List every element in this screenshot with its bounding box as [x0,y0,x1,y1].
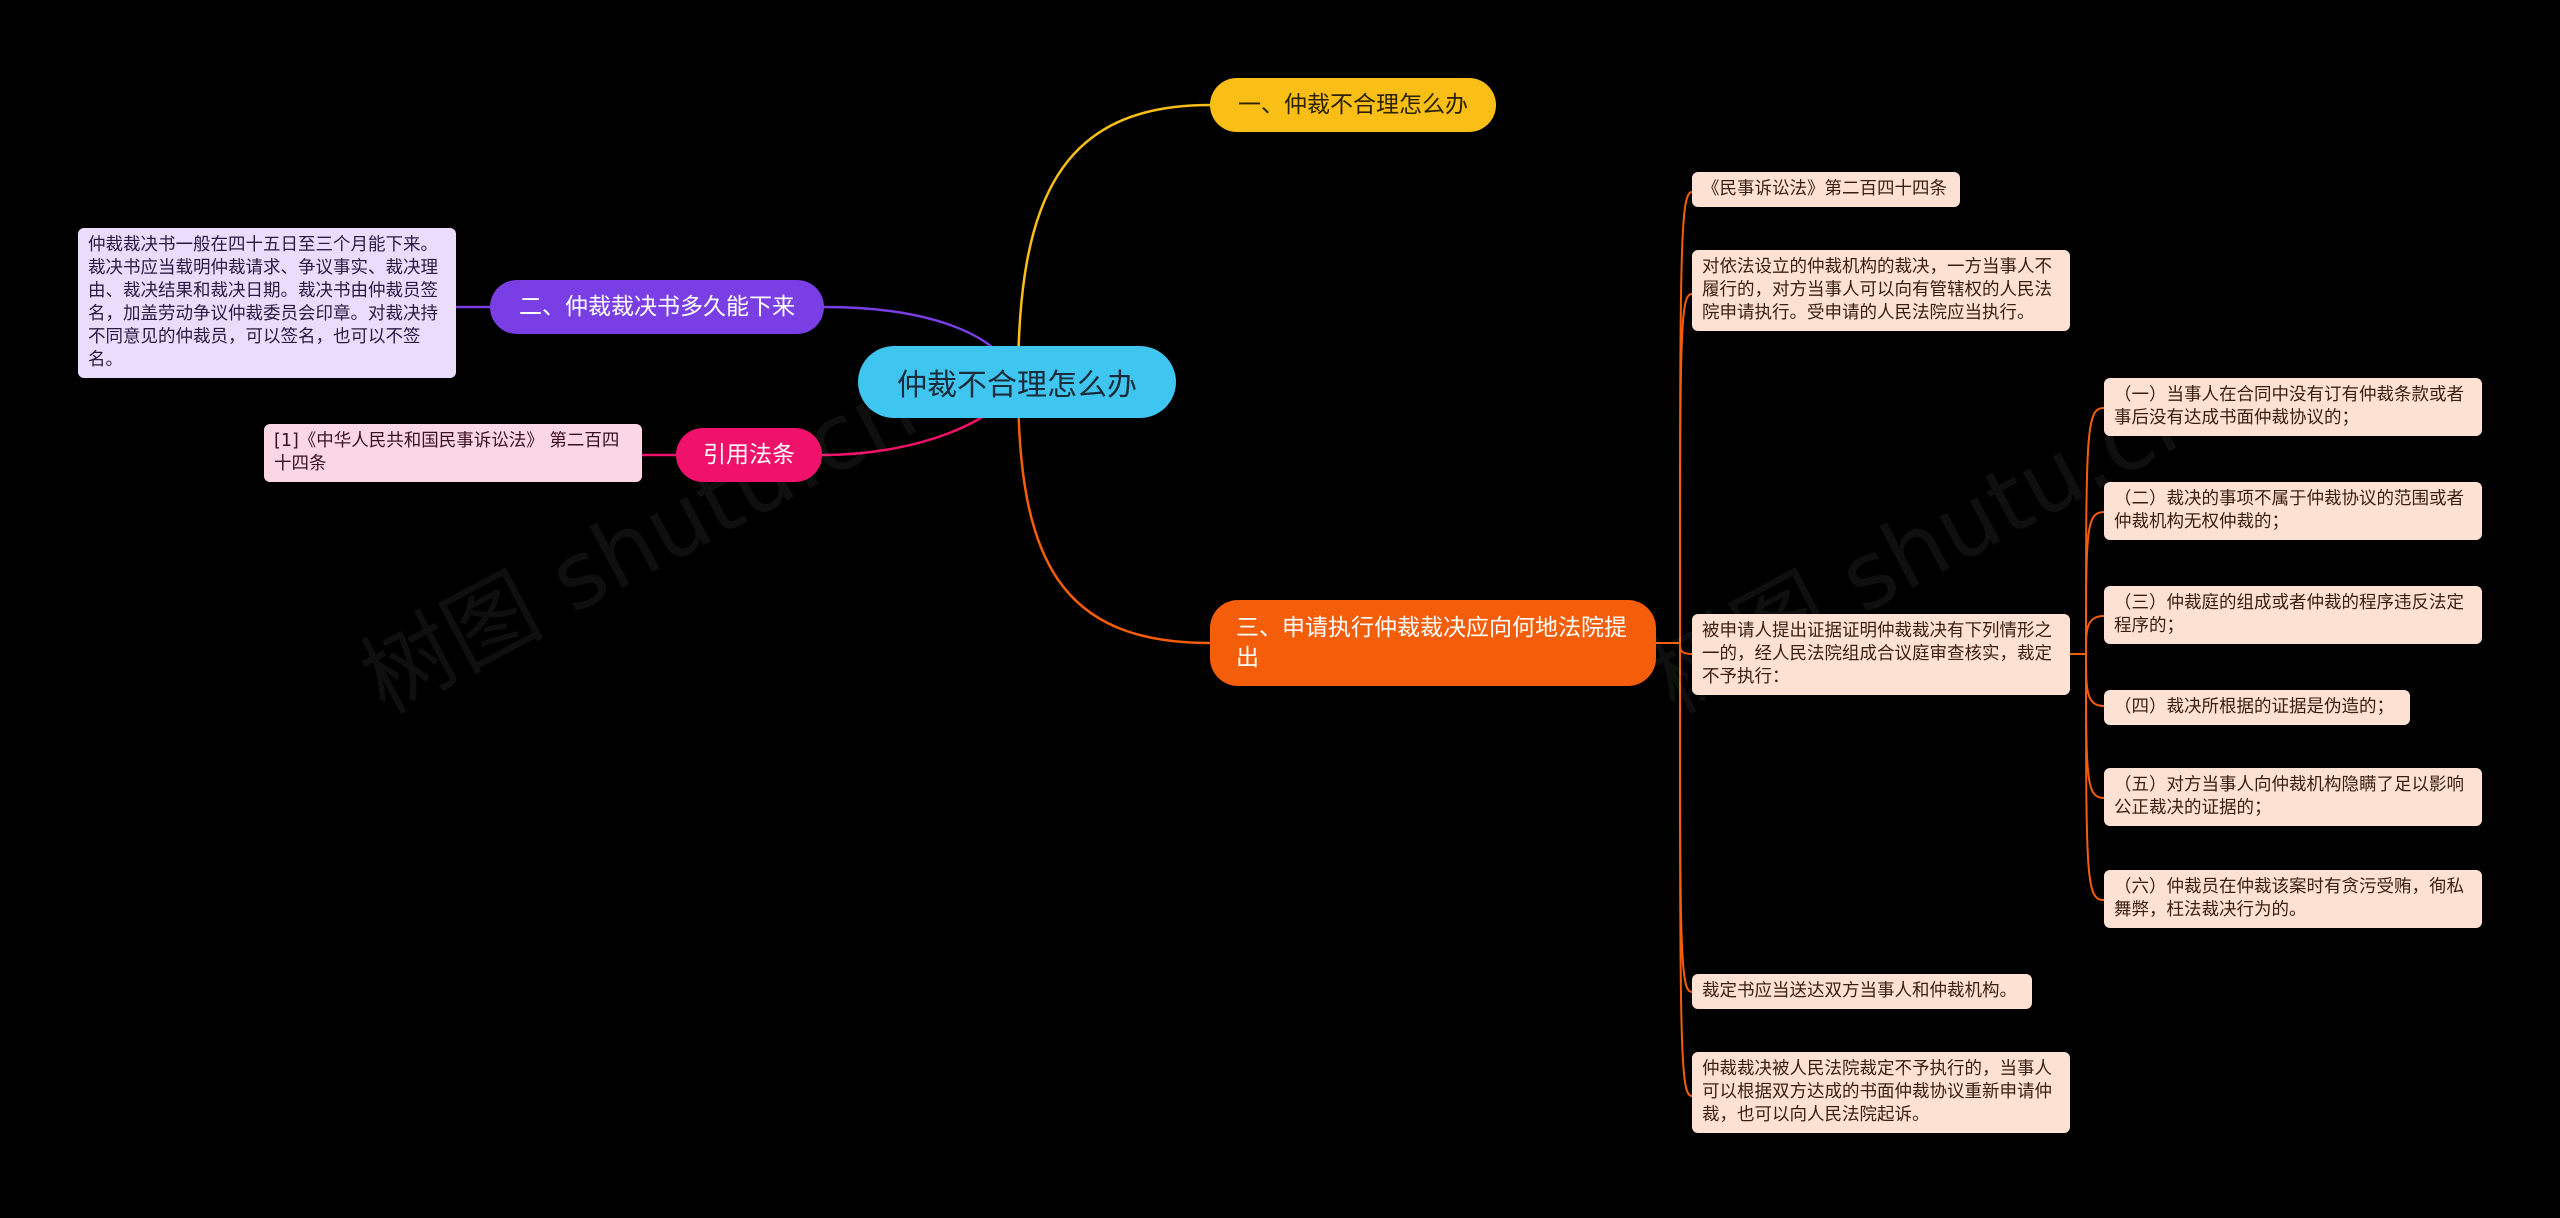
branch-node-citation[interactable]: 引用法条 [676,428,822,482]
link-c3-s3 [2085,615,2105,655]
branch-3-card-1[interactable]: 《民事诉讼法》第二百四十四条 [1692,172,1960,207]
branch-node-2[interactable]: 二、仲裁裁决书多久能下来 [490,280,824,334]
link-root-b4 [1016,381,1211,645]
link-c3-s5 [2085,653,2105,799]
sub-item-1[interactable]: （一）当事人在合同中没有订有仲裁条款或者事后没有达成书面仲裁协议的； [2104,378,2482,436]
sub-item-4[interactable]: （四）裁决所根据的证据是伪造的； [2104,690,2410,725]
branch-3-card-3[interactable]: 被申请人提出证据证明仲裁裁决有下列情形之一的，经人民法院组成合议庭审查核实，裁定… [1692,614,2070,695]
sub-item-2[interactable]: （二）裁决的事项不属于仲裁协议的范围或者仲裁机构无权仲裁的； [2104,482,2482,540]
sub-item-3[interactable]: （三）仲裁庭的组成或者仲裁的程序违反法定程序的； [2104,586,2482,644]
link-b4-c2 [1679,293,1693,644]
link-c3-s6 [2085,653,2105,901]
sub-item-6[interactable]: （六）仲裁员在仲裁该案时有贪污受贿，徇私舞弊，枉法裁决行为的。 [2104,870,2482,928]
link-b4-c3 [1679,642,1693,655]
link-c3-s2 [2085,511,2105,655]
link-b4-c4 [1679,642,1693,993]
link-b4-c5 [1679,642,1693,1097]
branch-3-card-2[interactable]: 对依法设立的仲裁机构的裁决，一方当事人不履行的，对方当事人可以向有管辖权的人民法… [1692,250,2070,331]
citation-card[interactable]: [1]《中华人民共和国民事诉讼法》 第二百四十四条 [264,424,642,482]
root-node[interactable]: 仲裁不合理怎么办 [858,346,1176,418]
link-c3-s4 [2085,653,2105,707]
branch-3-card-5[interactable]: 仲裁裁决被人民法院裁定不予执行的，当事人可以根据双方达成的书面仲裁协议重新申请仲… [1692,1052,2070,1133]
branch-node-1[interactable]: 一、仲裁不合理怎么办 [1210,78,1496,132]
link-root-b1 [1016,103,1211,383]
sub-item-5[interactable]: （五）对方当事人向仲裁机构隐瞒了足以影响公正裁决的证据的； [2104,768,2482,826]
branch-node-3[interactable]: 三、申请执行仲裁裁决应向何地法院提出 [1210,600,1656,686]
link-b4-c1 [1679,191,1693,644]
branch-2-detail-card[interactable]: 仲裁裁决书一般在四十五日至三个月能下来。裁决书应当载明仲裁请求、争议事实、裁决理… [78,228,456,378]
branch-3-card-4[interactable]: 裁定书应当送达双方当事人和仲裁机构。 [1692,974,2032,1009]
